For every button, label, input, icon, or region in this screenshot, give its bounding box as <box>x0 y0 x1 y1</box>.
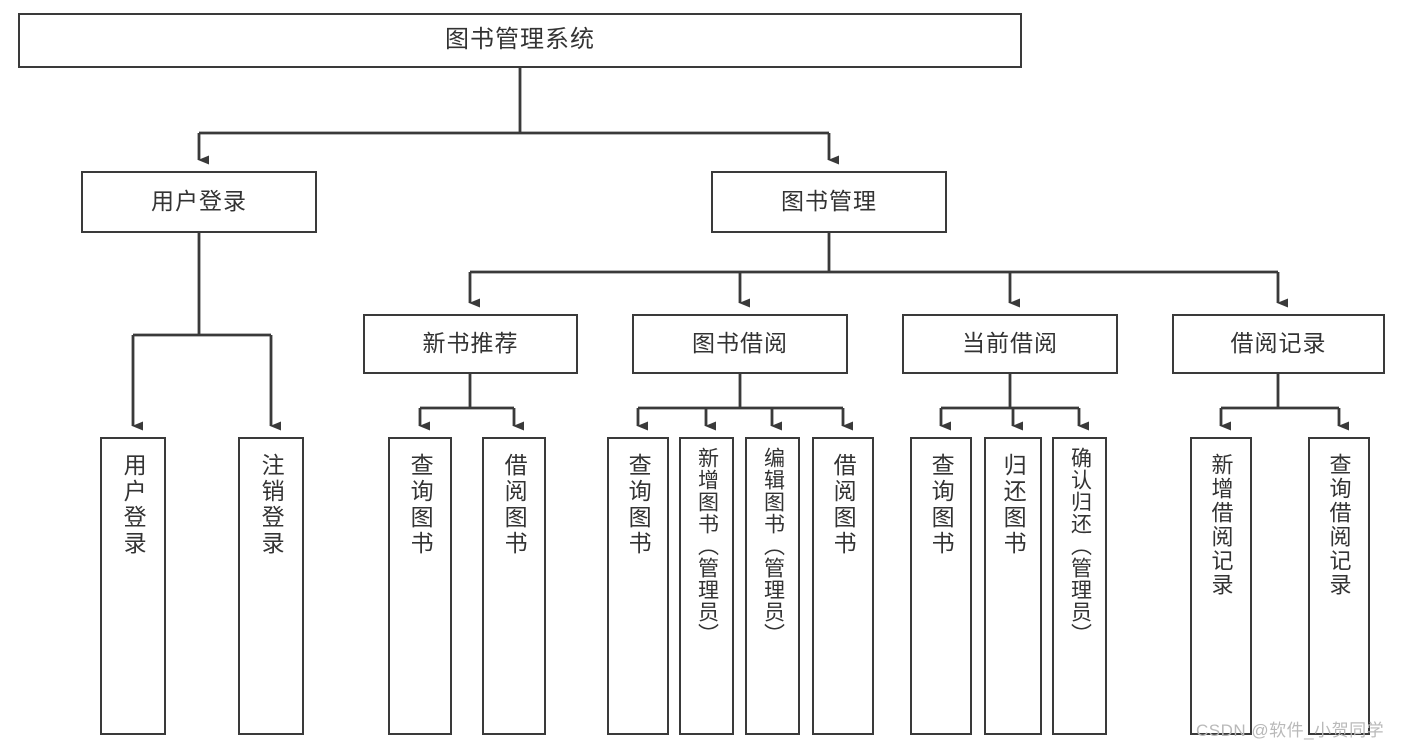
leaf-add-borrow-record-label: 新增借阅记录 <box>1208 453 1234 597</box>
node-book-management-label: 图书管理 <box>781 188 877 215</box>
leaf-confirm-return-admin-label: 确认归还（管理员） <box>1068 447 1092 645</box>
leaf-add-borrow-record[interactable]: 新增借阅记录 <box>1190 437 1252 735</box>
node-root[interactable]: 图书管理系统 <box>18 13 1022 68</box>
node-book-borrow-label: 图书借阅 <box>692 330 788 357</box>
leaf-return-book-label: 归还图书 <box>1000 453 1027 557</box>
leaf-borrow-book-recommend[interactable]: 借阅图书 <box>482 437 546 735</box>
leaf-query-borrow-record-label: 查询借阅记录 <box>1326 453 1352 597</box>
node-root-label: 图书管理系统 <box>445 26 595 54</box>
node-new-book-recommend-label: 新书推荐 <box>422 330 519 357</box>
leaf-add-book-admin-label: 新增图书（管理员） <box>695 447 719 645</box>
node-new-book-recommend[interactable]: 新书推荐 <box>363 314 578 374</box>
leaf-user-login[interactable]: 用户登录 <box>100 437 166 735</box>
leaf-query-book-recommend-label: 查询图书 <box>407 453 434 557</box>
leaf-query-borrow-record[interactable]: 查询借阅记录 <box>1308 437 1370 735</box>
leaf-edit-book-admin-label: 编辑图书（管理员） <box>761 447 785 645</box>
node-current-borrow-label: 当前借阅 <box>962 330 1058 357</box>
csdn-watermark: CSDN @软件_小贺同学 <box>1196 716 1384 741</box>
node-book-management[interactable]: 图书管理 <box>711 171 947 233</box>
leaf-confirm-return-admin[interactable]: 确认归还（管理员） <box>1052 437 1107 735</box>
leaf-user-login-label: 用户登录 <box>120 453 147 557</box>
node-book-borrow[interactable]: 图书借阅 <box>632 314 848 374</box>
leaf-borrow-book[interactable]: 借阅图书 <box>812 437 874 735</box>
leaf-query-book-recommend[interactable]: 查询图书 <box>388 437 452 735</box>
leaf-query-book-borrow[interactable]: 查询图书 <box>607 437 669 735</box>
leaf-add-book-admin[interactable]: 新增图书（管理员） <box>679 437 734 735</box>
node-borrow-record-label: 借阅记录 <box>1230 330 1327 357</box>
leaf-logout-label: 注销登录 <box>258 453 285 557</box>
leaf-return-book[interactable]: 归还图书 <box>984 437 1042 735</box>
leaf-borrow-book-label: 借阅图书 <box>830 453 857 557</box>
node-current-borrow[interactable]: 当前借阅 <box>902 314 1118 374</box>
node-user-login[interactable]: 用户登录 <box>81 171 317 233</box>
leaf-query-book-borrow-label: 查询图书 <box>625 453 652 557</box>
node-borrow-record[interactable]: 借阅记录 <box>1172 314 1385 374</box>
leaf-edit-book-admin[interactable]: 编辑图书（管理员） <box>745 437 800 735</box>
leaf-logout[interactable]: 注销登录 <box>238 437 304 735</box>
leaf-query-book-current-label: 查询图书 <box>928 453 955 557</box>
node-user-login-label: 用户登录 <box>151 188 247 215</box>
leaf-borrow-book-recommend-label: 借阅图书 <box>501 453 528 557</box>
csdn-watermark-text: CSDN @软件_小贺同学 <box>1196 721 1385 740</box>
leaf-query-book-current[interactable]: 查询图书 <box>910 437 972 735</box>
